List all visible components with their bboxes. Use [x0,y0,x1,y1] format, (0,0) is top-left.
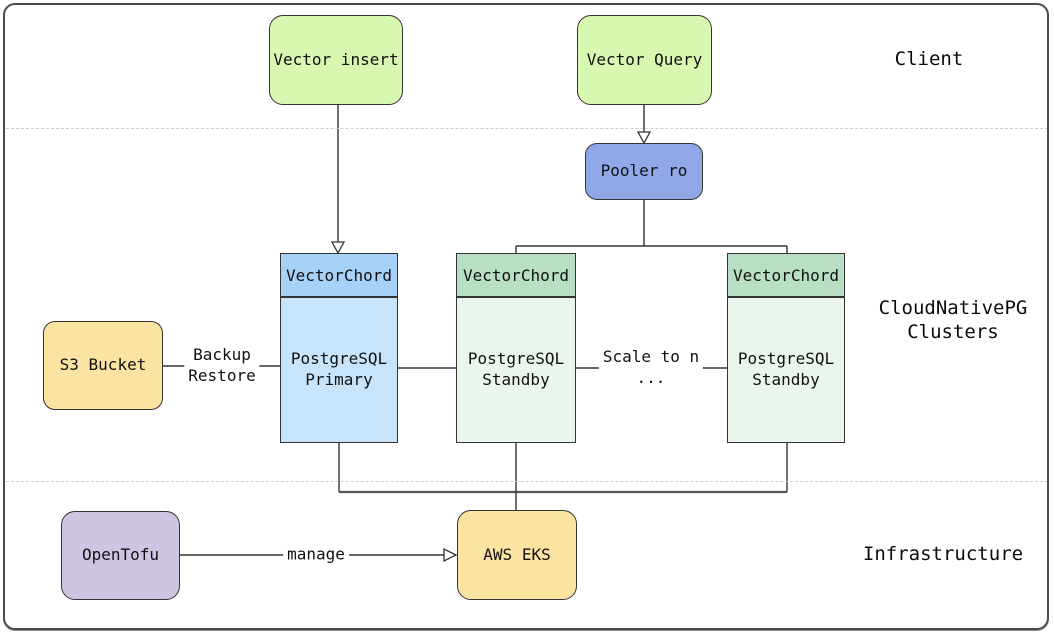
section-label-client: Client [894,48,964,70]
node-postgresql-standby-2: VectorChord PostgreSQL Standby [727,253,845,443]
node-standby2-body: PostgreSQL Standby [728,298,844,442]
node-primary-body: PostgreSQL Primary [281,298,397,442]
node-standby1-header: VectorChord [457,254,575,298]
node-pooler-ro: Pooler ro [585,143,703,200]
node-s3-bucket: S3 Bucket [43,321,163,410]
section-label-infrastructure: Infrastructure [862,543,1024,565]
node-vector-query: Vector Query [577,15,712,105]
edge-label-scale-to-n: Scale to n ... [598,347,704,389]
node-postgresql-primary: VectorChord PostgreSQL Primary [280,253,398,443]
node-standby1-body: PostgreSQL Standby [457,298,575,442]
section-divider-client [6,128,1048,129]
node-aws-eks: AWS EKS [457,510,577,600]
node-opentofu: OpenTofu [61,511,180,600]
node-primary-header: VectorChord [281,254,397,298]
node-postgresql-standby-1: VectorChord PostgreSQL Standby [456,253,576,443]
section-label-cloudnativepg-clusters: CloudNativePG Clusters [878,297,1028,343]
arrowhead-primary [330,241,346,255]
node-vector-insert: Vector insert [269,15,403,105]
edge-label-backup-restore: Backup Restore [184,345,260,387]
arrowhead-pooler [636,131,652,145]
edge-label-manage: manage [283,544,349,566]
node-standby2-header: VectorChord [728,254,844,298]
arrowhead-eks [443,547,458,563]
section-divider-infrastructure [6,481,1048,482]
